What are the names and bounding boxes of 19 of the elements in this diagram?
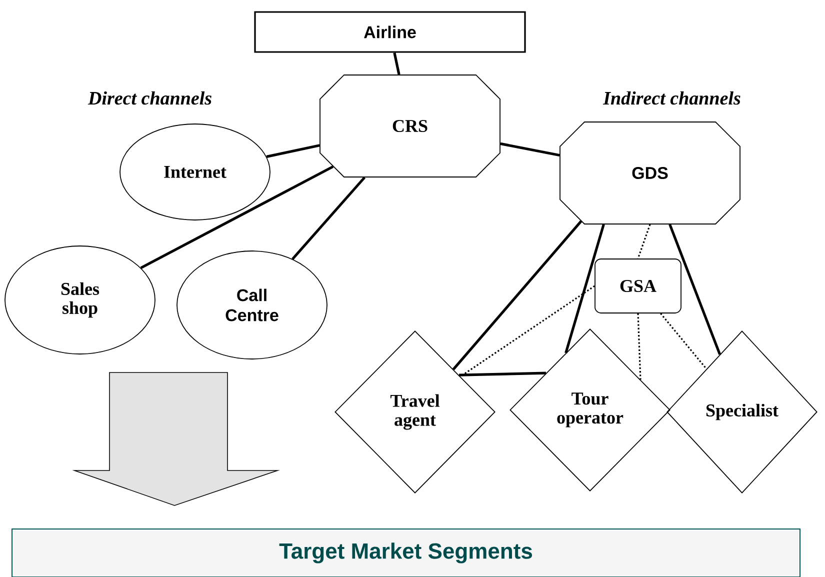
channel-heading: Direct channels	[88, 91, 212, 105]
connector-line	[500, 142, 560, 157]
connector-line	[637, 313, 642, 380]
connector-line	[140, 165, 334, 270]
connector-line	[668, 224, 722, 355]
rounded-box: GSA	[594, 258, 682, 314]
airline-box: Airline	[254, 11, 526, 53]
banner: Target Market Segments	[12, 528, 800, 577]
connector-line	[564, 224, 605, 354]
octagon: GDS	[560, 122, 740, 224]
octagon: CRS	[320, 74, 500, 178]
connector-line	[292, 176, 366, 260]
block-arrow	[72, 372, 280, 506]
connector-line	[393, 52, 400, 75]
connector-line	[266, 144, 320, 158]
connector-line	[637, 224, 651, 259]
connector-line	[452, 220, 582, 370]
connector-line	[458, 372, 546, 376]
connector-line	[660, 312, 708, 370]
